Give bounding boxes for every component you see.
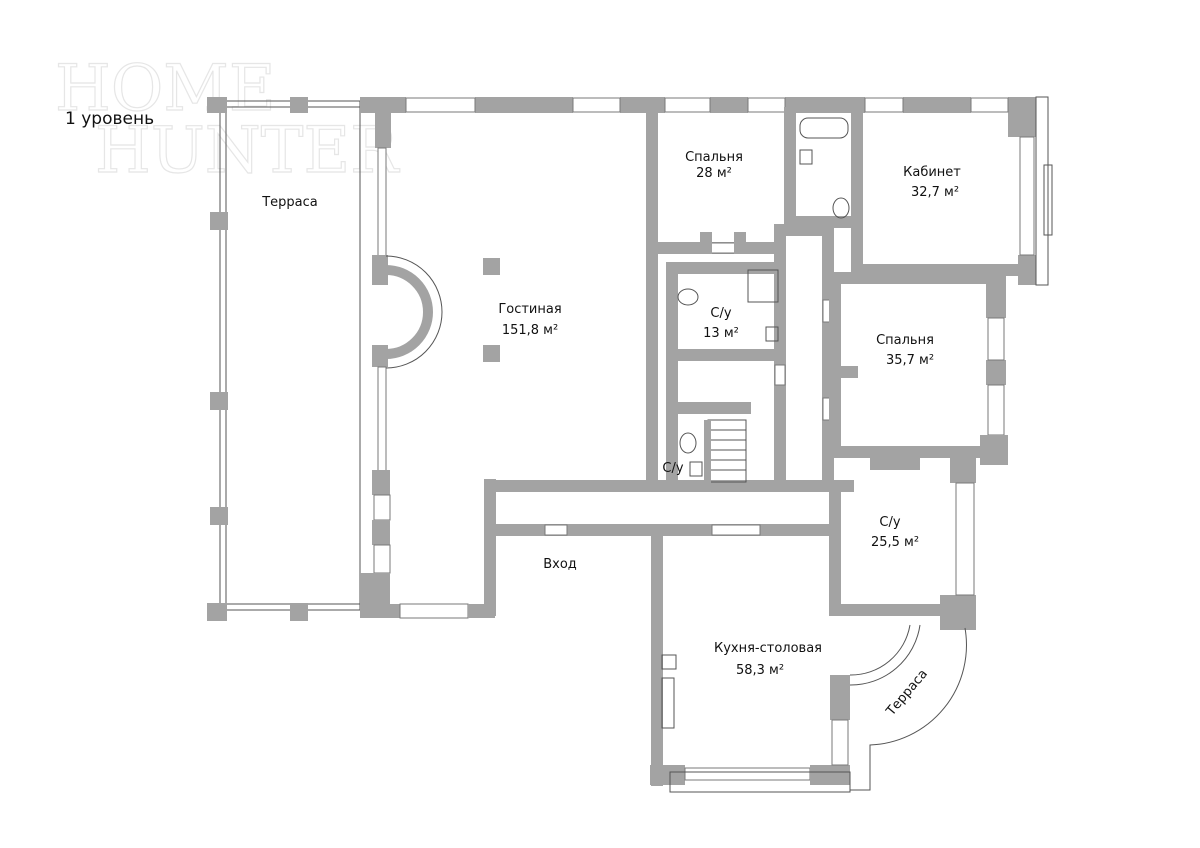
room-name: Кухня-столовая bbox=[714, 641, 822, 656]
svg-text:HOME: HOME bbox=[55, 52, 276, 126]
room-area: 151,8 м² bbox=[502, 323, 558, 338]
room-name: Терраса bbox=[883, 667, 931, 720]
room-name: Вход bbox=[543, 557, 577, 572]
room-name: Терраса bbox=[261, 195, 318, 210]
walls bbox=[360, 97, 1036, 619]
room-name: Спальня bbox=[685, 150, 743, 165]
room-name: С/у bbox=[662, 461, 683, 476]
room-name: Кабинет bbox=[903, 165, 961, 180]
room-area: 35,7 м² bbox=[886, 353, 934, 368]
room-name: Спальня bbox=[876, 333, 934, 348]
bath-fixtures bbox=[677, 117, 850, 477]
svg-text:HUNTER: HUNTER bbox=[95, 114, 400, 188]
room-labels: Терраса Гостиная 151,8 м² Спальня 28 м² … bbox=[261, 150, 961, 720]
staircase bbox=[704, 419, 747, 486]
level-label: 1 уровень bbox=[65, 109, 154, 129]
room-area: 28 м² bbox=[696, 166, 732, 181]
room-area: 58,3 м² bbox=[736, 663, 784, 678]
room-name: Гостиная bbox=[498, 302, 561, 317]
interior-walls bbox=[484, 96, 1053, 793]
room-name: С/у bbox=[879, 515, 900, 530]
room-area: 32,7 м² bbox=[911, 185, 959, 200]
terrace-left-frame bbox=[207, 97, 361, 621]
room-name: С/у bbox=[710, 306, 731, 321]
room-area: 25,5 м² bbox=[871, 535, 919, 550]
watermark-logo: HOME HUNTER bbox=[54, 51, 400, 188]
room-area: 13 м² bbox=[703, 326, 739, 341]
